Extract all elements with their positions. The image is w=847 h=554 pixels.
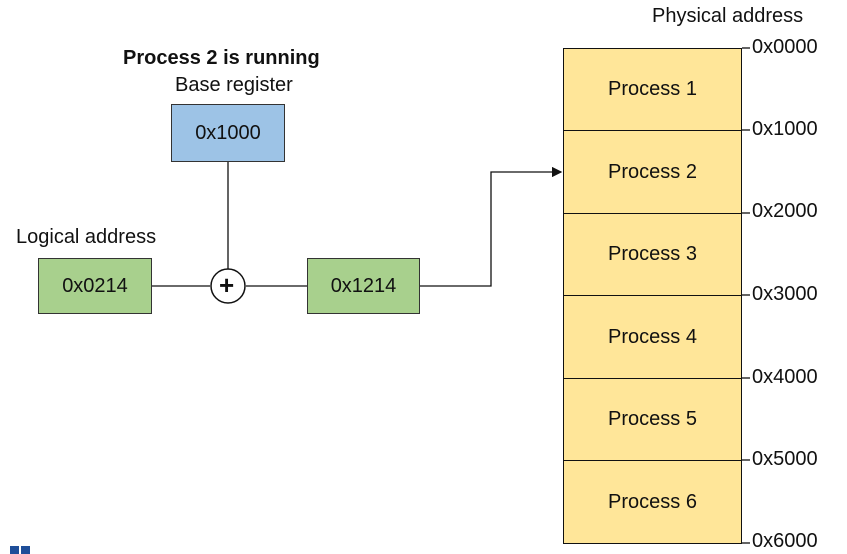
diagram-title: Process 2 is running: [123, 47, 320, 69]
physical-result-box: 0x1214: [307, 258, 420, 314]
address-label-3: 0x3000: [752, 283, 818, 305]
memory-segment-process-2: Process 2: [563, 130, 742, 214]
base-register-box: 0x1000: [171, 104, 285, 162]
address-label-1: 0x1000: [752, 118, 818, 140]
memory-segment-process-3: Process 3: [563, 213, 742, 296]
corner-decoration-right: [21, 546, 30, 554]
physical-address-label: Physical address: [652, 5, 804, 27]
address-label-2: 0x2000: [752, 200, 818, 222]
memory-segment-process-1: Process 1: [563, 48, 742, 131]
adder-plus-symbol: +: [219, 270, 235, 300]
memory-segment-process-4: Process 4: [563, 295, 742, 379]
adder-circle: [210, 268, 246, 304]
base-register-label: Base register: [175, 74, 293, 96]
corner-decoration-left: [10, 546, 19, 554]
logical-address-label: Logical address: [16, 226, 157, 248]
address-label-4: 0x4000: [752, 366, 818, 388]
address-label-6: 0x6000: [752, 530, 818, 552]
memory-segment-process-5: Process 5: [563, 378, 742, 461]
address-ticks: [742, 47, 750, 544]
address-label-5: 0x5000: [752, 448, 818, 470]
address-label-0: 0x0000: [752, 36, 818, 58]
logical-address-box: 0x0214: [38, 258, 152, 314]
memory-segment-process-6: Process 6: [563, 460, 742, 544]
result-to-memory-arrow: [420, 166, 563, 287]
